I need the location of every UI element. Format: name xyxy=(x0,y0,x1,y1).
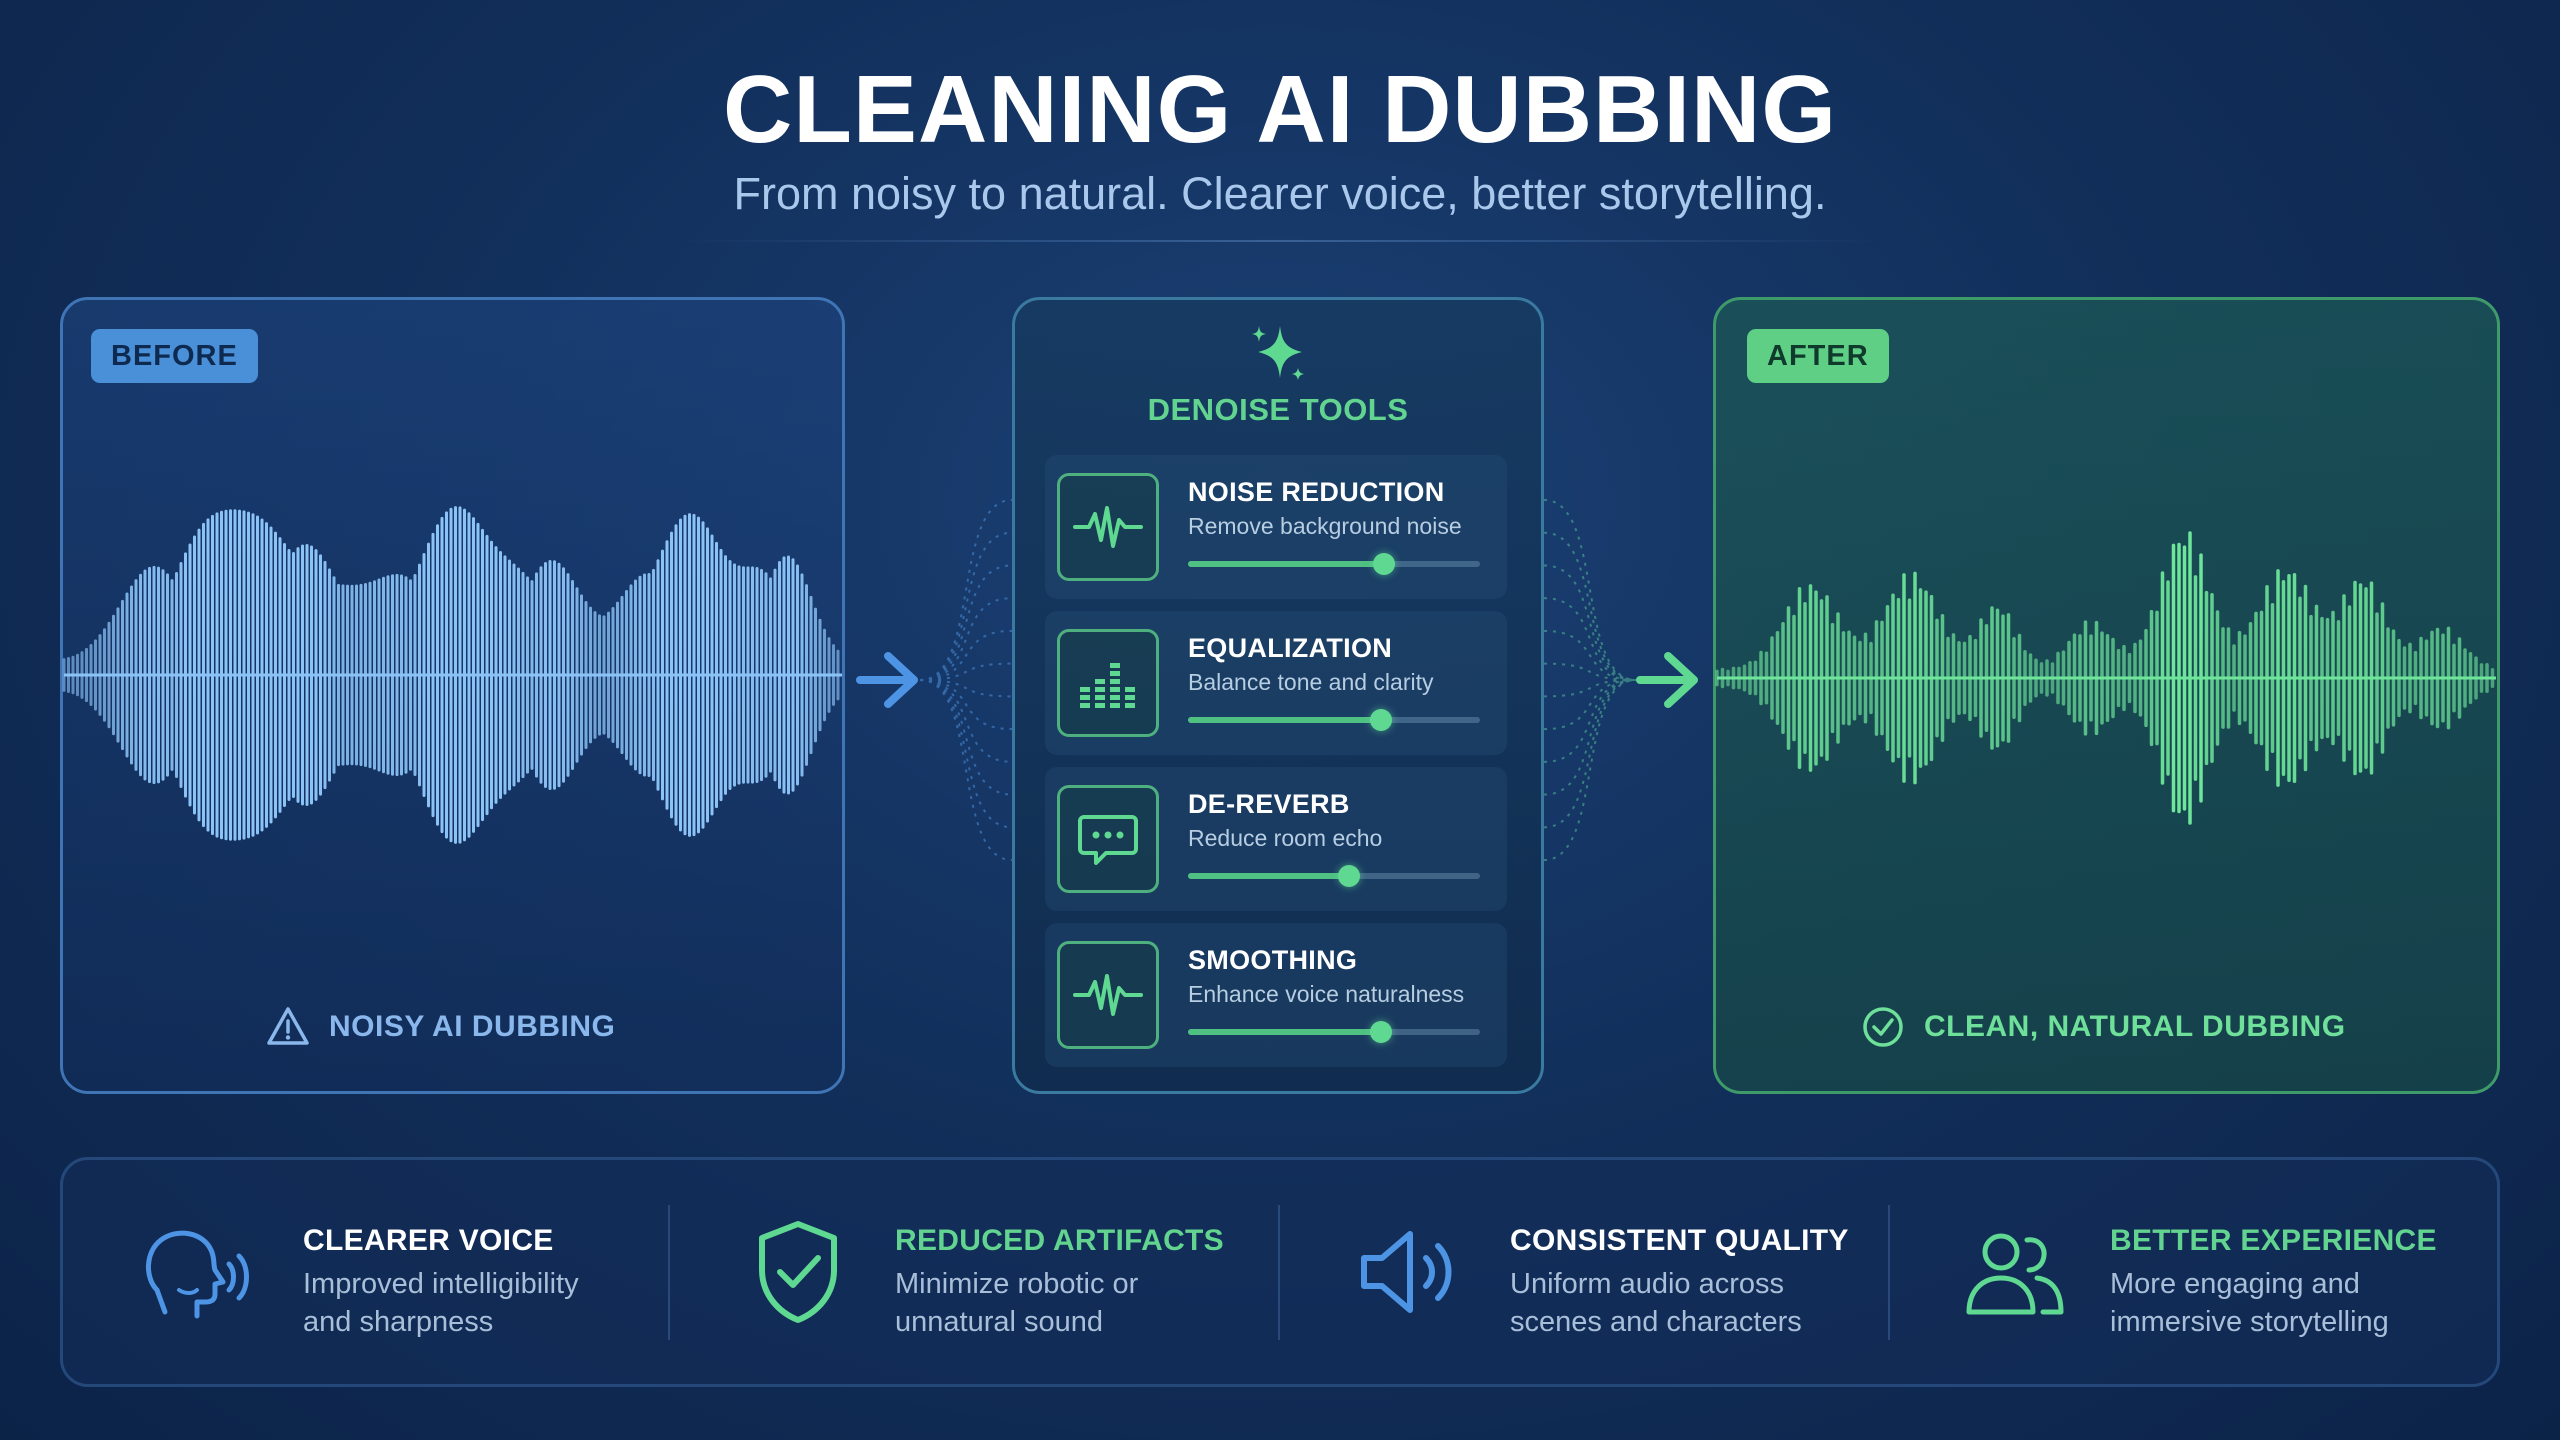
flow-line xyxy=(919,531,1013,681)
flow-line xyxy=(1543,679,1637,731)
tool-name: DE-REVERB xyxy=(1188,789,1350,819)
feature-description: Uniform audio across scenes and characte… xyxy=(1510,1268,1802,1338)
tool-icon-frame xyxy=(1057,785,1159,893)
tool-name: SMOOTHING xyxy=(1188,945,1358,975)
tool-card-equalization[interactable]: EQUALIZATION Balance tone and clarity xyxy=(1045,611,1507,755)
sparkle-icon xyxy=(1252,326,1304,380)
flow-line xyxy=(919,662,1013,681)
waveform-pulse-icon xyxy=(1073,506,1143,548)
flow-line xyxy=(919,564,1013,681)
page-title: CLEANING AI DUBBING xyxy=(722,56,1838,163)
slider-handle[interactable] xyxy=(1369,1021,1392,1043)
slider-handle[interactable] xyxy=(1369,709,1392,731)
slider-fill xyxy=(1188,717,1381,723)
before-caption: NOISY AI DUBBING xyxy=(265,1004,615,1050)
flow-line xyxy=(1543,679,1637,796)
de-reverb-slider[interactable] xyxy=(1188,865,1480,887)
feature-description: More engaging and immersive storytelling xyxy=(2110,1268,2389,1338)
arrow-right-icon xyxy=(1636,652,1698,708)
flow-line xyxy=(919,499,1013,681)
equalizer-bars-icon xyxy=(1080,663,1135,708)
tool-description: Reduce room echo xyxy=(1188,825,1383,851)
speaking-head-icon xyxy=(146,1230,249,1319)
flow-line xyxy=(919,597,1013,681)
after-caption-text: CLEAN, NATURAL DUBBING xyxy=(1924,1010,2346,1043)
feature-description: Improved intelligibility and sharpness xyxy=(303,1268,579,1338)
slider-fill xyxy=(1188,1029,1381,1035)
shield-check-icon xyxy=(759,1221,837,1323)
feature-title: BETTER EXPERIENCE xyxy=(2110,1224,2437,1257)
flow-line xyxy=(919,679,1013,731)
page-subtitle: From noisy to natural. Clearer voice, be… xyxy=(733,168,1827,219)
flow-line xyxy=(1543,679,1637,763)
feature-title: REDUCED ARTIFACTS xyxy=(895,1224,1224,1257)
feature-description: Minimize robotic or unnatural sound xyxy=(895,1268,1139,1338)
flow-line xyxy=(1543,679,1637,829)
flow-line xyxy=(1543,662,1637,681)
flow-line xyxy=(919,679,1013,763)
before-panel xyxy=(60,297,845,1094)
chat-bubble-icon xyxy=(1078,815,1138,865)
flow-line xyxy=(1543,629,1637,681)
feature-divider xyxy=(668,1205,670,1340)
flow-line xyxy=(1543,679,1637,861)
flow-line xyxy=(919,679,1013,861)
waveform-pulse-icon xyxy=(1073,974,1143,1016)
speaker-icon xyxy=(1361,1231,1452,1313)
after-badge: AFTER xyxy=(1747,329,1889,383)
after-caption: CLEAN, NATURAL DUBBING xyxy=(1860,1004,2346,1050)
flow-line xyxy=(1543,499,1637,681)
tool-name: NOISE REDUCTION xyxy=(1188,477,1445,507)
smoothing-slider[interactable] xyxy=(1188,1021,1480,1043)
tool-description: Balance tone and clarity xyxy=(1188,669,1434,695)
tool-description: Remove background noise xyxy=(1188,513,1462,539)
tool-card-smoothing[interactable]: SMOOTHING Enhance voice naturalness xyxy=(1045,923,1507,1067)
feature-title: CLEARER VOICE xyxy=(303,1224,554,1257)
slider-fill xyxy=(1188,873,1349,879)
flow-line xyxy=(919,679,1013,796)
flow-line xyxy=(919,679,1013,698)
after-panel xyxy=(1713,297,2500,1094)
users-icon xyxy=(1966,1233,2064,1315)
flow-line xyxy=(919,679,1013,829)
tool-name: EQUALIZATION xyxy=(1188,633,1393,663)
flow-line xyxy=(1543,564,1637,681)
before-badge: BEFORE xyxy=(91,329,258,383)
arrow-right-icon xyxy=(856,652,918,708)
slider-handle[interactable] xyxy=(1372,553,1395,575)
tool-card-de-reverb[interactable]: DE-REVERB Reduce room echo xyxy=(1045,767,1507,911)
feature-title: CONSISTENT QUALITY xyxy=(1510,1224,1849,1257)
warning-triangle-icon xyxy=(267,1007,309,1045)
tool-icon-frame xyxy=(1057,941,1159,1049)
feature-divider xyxy=(1888,1205,1890,1340)
tool-card-noise-reduction[interactable]: NOISE REDUCTION Remove background noise xyxy=(1045,455,1507,599)
flow-line xyxy=(1543,597,1637,681)
features-bar xyxy=(60,1157,2500,1387)
slider-fill xyxy=(1188,561,1384,567)
tool-description: Enhance voice naturalness xyxy=(1188,981,1465,1007)
tool-icon-frame xyxy=(1057,473,1159,581)
slider-handle[interactable] xyxy=(1337,865,1360,887)
flow-line xyxy=(1543,679,1637,698)
equalization-slider[interactable] xyxy=(1188,709,1480,731)
feature-divider xyxy=(1278,1205,1280,1340)
check-circle-icon xyxy=(1863,1007,1903,1047)
flow-line xyxy=(1543,531,1637,681)
flow-line xyxy=(919,629,1013,681)
noise-reduction-slider[interactable] xyxy=(1188,553,1480,575)
before-caption-text: NOISY AI DUBBING xyxy=(329,1010,616,1043)
denoise-tools-title: DENOISE TOOLS xyxy=(1147,392,1409,427)
subtitle-divider xyxy=(675,240,1885,242)
tool-icon-frame xyxy=(1057,629,1159,737)
